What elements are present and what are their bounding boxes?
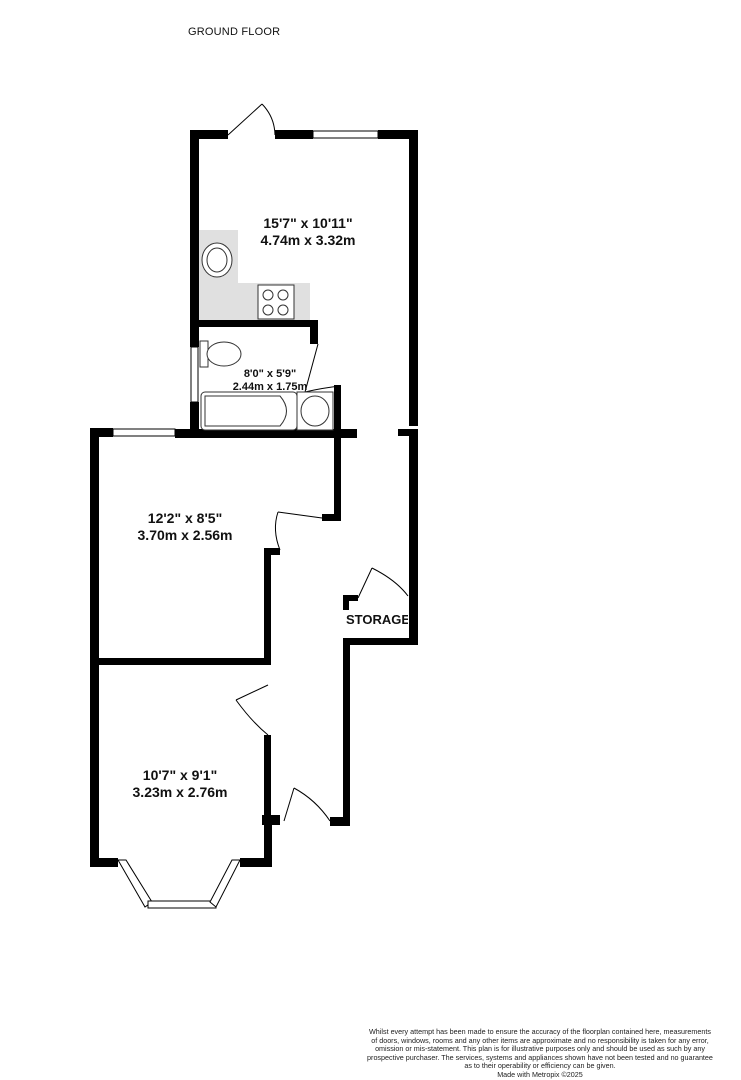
room-kitchen-label: 15'7" x 10'11" 4.74m x 3.32m: [260, 215, 356, 248]
doors: [227, 103, 409, 822]
disclaimer: Whilst every attempt has been made to en…: [367, 1027, 713, 1079]
walls: [90, 130, 418, 867]
room-bedroom2-label: 10'7" x 9'1" 3.23m x 2.76m: [132, 767, 228, 800]
basin-icon: [300, 395, 330, 427]
storage-label: STORAGE: [346, 612, 408, 627]
room-bedroom1-label: 12'2" x 8'5" 3.70m x 2.56m: [137, 510, 233, 543]
room-bathroom-label: 8'0" x 5'9" 2.44m x 1.75m: [232, 368, 308, 394]
floor-title: GROUND FLOOR: [188, 26, 281, 38]
hob-icon: [257, 284, 295, 320]
windows: [112, 130, 379, 909]
fixtures: [199, 242, 334, 431]
